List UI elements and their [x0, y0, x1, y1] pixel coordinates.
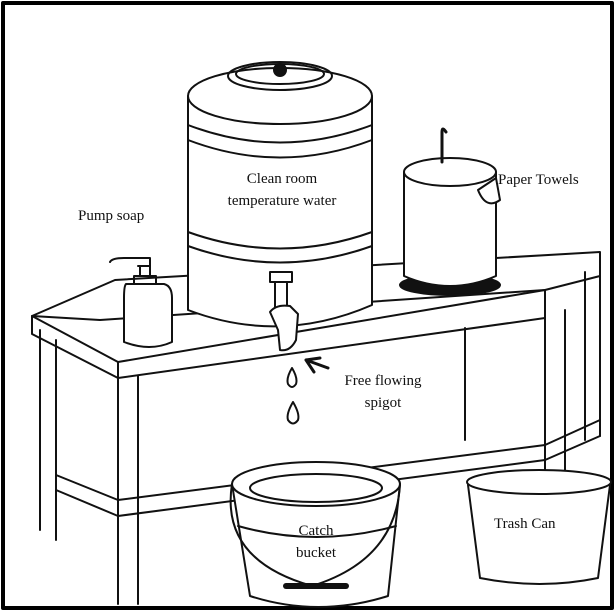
spigot-arrow — [306, 358, 328, 372]
label-catch-bucket-line2: bucket — [286, 542, 346, 564]
label-spigot-line1: Free flowing — [328, 370, 438, 392]
table-leg-back-right — [585, 268, 600, 440]
towel-spindle — [442, 129, 446, 162]
trash-can-rim — [467, 470, 611, 494]
label-pump-soap: Pump soap — [78, 205, 144, 227]
label-paper-towels: Paper Towels — [498, 169, 579, 191]
label-spigot-line2: spigot — [328, 392, 438, 414]
label-trash-can: Trash Can — [494, 513, 556, 535]
table-leg-front-left — [118, 376, 138, 604]
label-spigot: Free flowing spigot — [328, 370, 438, 414]
label-clean-water: Clean room temperature water — [202, 168, 362, 212]
label-clean-water-line1: Clean room — [202, 168, 362, 190]
paper-towel-holder — [400, 129, 500, 295]
lid-knob — [274, 64, 286, 76]
label-clean-water-line2: temperature water — [202, 190, 362, 212]
table-leg-back-left — [40, 330, 56, 540]
label-catch-bucket-line1: Catch — [286, 520, 346, 542]
water-drops — [288, 368, 299, 424]
label-catch-bucket: Catch bucket — [286, 520, 346, 564]
